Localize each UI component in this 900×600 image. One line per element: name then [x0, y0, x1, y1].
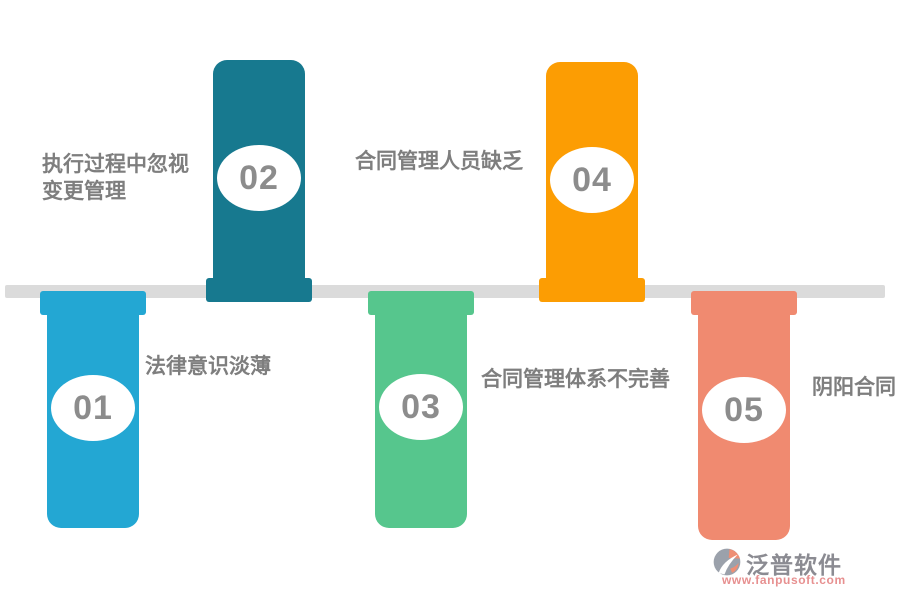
number-05: 05 — [724, 390, 764, 429]
label-03: 合同管理体系不完善 — [481, 368, 670, 391]
label-05: 阴阳合同 — [812, 376, 896, 399]
number-01: 01 — [73, 388, 113, 427]
pillar-04-cap — [539, 278, 645, 302]
fanpu-watermark: 泛普软件 www.fanpusoft.com — [712, 546, 892, 590]
label-04: 合同管理人员缺乏 — [355, 150, 523, 173]
label-02: 执行过程中忽视 变更管理 — [42, 153, 189, 203]
pillar-02-cap — [206, 278, 312, 302]
number-04: 04 — [572, 160, 612, 199]
number-02: 02 — [239, 158, 279, 197]
number-badge-02: 02 — [217, 145, 301, 211]
number-badge-01: 01 — [51, 375, 135, 441]
label-01: 法律意识淡薄 — [145, 355, 271, 378]
number-badge-05: 05 — [702, 377, 786, 443]
fanpu-url-text: www.fanpusoft.com — [722, 573, 846, 587]
fanpu-logo-icon — [712, 547, 742, 582]
number-03: 03 — [401, 387, 441, 426]
number-badge-04: 04 — [550, 147, 634, 213]
fanpu-brand-text: 泛普软件 — [746, 552, 842, 578]
number-badge-03: 03 — [379, 374, 463, 440]
